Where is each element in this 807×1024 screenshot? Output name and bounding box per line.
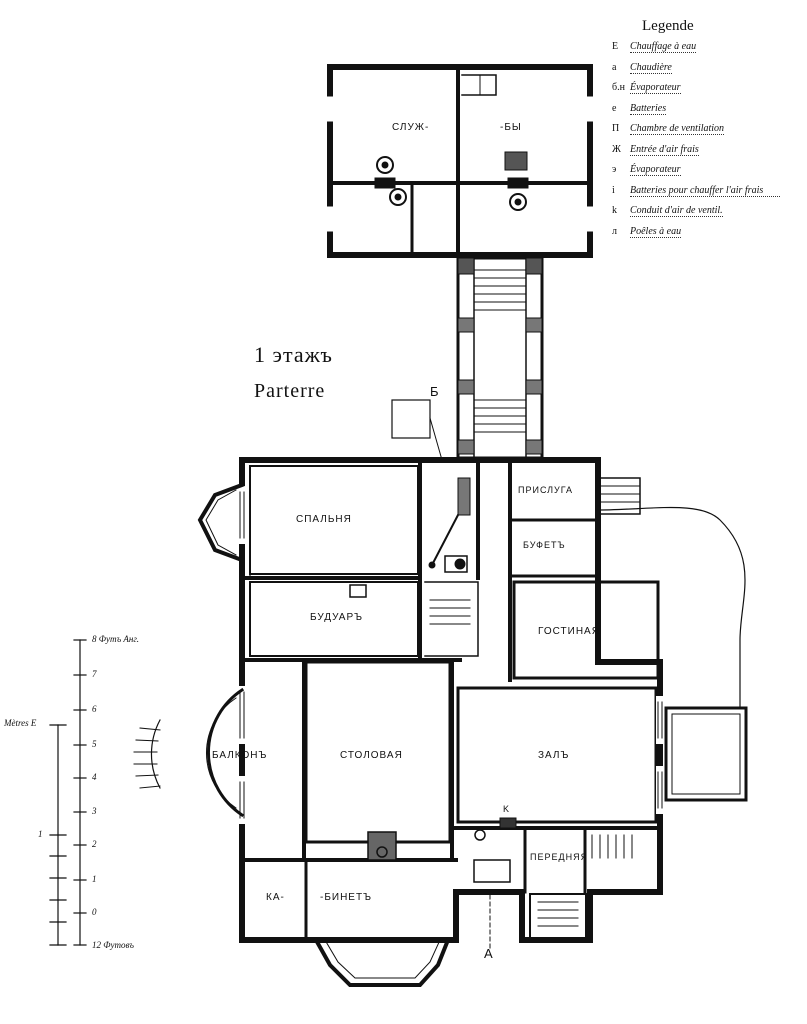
legend-title: Legende xyxy=(642,18,694,34)
legend-key: k xyxy=(612,205,617,216)
right-porch xyxy=(597,477,748,802)
legend-row: Π Chambre de ventilation xyxy=(612,123,802,144)
scale-top-label: 8 Футъ Анг. xyxy=(92,634,140,644)
legend-key: б.н xyxy=(612,82,625,93)
room-label-pantry: БУФЕТЪ xyxy=(523,540,566,550)
room-label-balcony: БАЛКОНЪ xyxy=(212,750,268,761)
legend-text: Chaudière xyxy=(630,61,672,74)
legend-row: л Poêles à eau xyxy=(612,226,802,247)
legend-row: a Chaudière xyxy=(612,62,802,83)
scale-tick: 2 xyxy=(92,839,97,849)
legend-text: Évaporateur xyxy=(630,164,681,176)
scale-metres-label: Mètres E xyxy=(4,718,37,728)
room-label-boudoir: БУДУАРЪ xyxy=(310,612,364,623)
legend-row: э Évaporateur xyxy=(612,164,802,185)
legend-key: Π xyxy=(612,123,620,134)
legend-text: Évaporateur xyxy=(630,82,681,94)
scale-tick: 0 xyxy=(92,907,97,917)
room-label-cabinet-1: КА- xyxy=(266,892,285,903)
service-building xyxy=(326,64,594,258)
legend-key: E xyxy=(612,41,619,52)
scale-metre-tick: 1 xyxy=(38,829,43,839)
room-label-dining-room: СТОЛОВАЯ xyxy=(340,750,403,761)
legend-key: e xyxy=(612,102,617,114)
legend-key: Ж xyxy=(612,143,621,155)
scale-tick: 5 xyxy=(92,739,97,749)
legend-row: Ж Entrée d'air frais xyxy=(612,144,802,165)
room-label-servant: ПРИСЛУГА xyxy=(518,485,574,495)
scale-tick: 7 xyxy=(92,669,97,679)
floor-subtitle: Parterre xyxy=(254,380,326,402)
scale-bar xyxy=(49,639,87,946)
legend-key: i xyxy=(612,184,615,196)
legend-text: Entrée d'air frais xyxy=(630,143,699,156)
legend-row: E Chauffage à eau xyxy=(612,41,802,62)
scale-tick: 1 xyxy=(92,874,97,884)
scale-tick: 3 xyxy=(92,806,97,816)
main-house xyxy=(238,457,664,951)
legend-key: a xyxy=(612,61,617,73)
section-mark-b: Б xyxy=(430,384,439,399)
legend-text: Poêles à eau xyxy=(630,225,682,238)
cabinet-bay xyxy=(313,937,451,987)
legend-row: i Batteries pour chauffer l'air frais xyxy=(612,185,802,206)
scale-bottom-label: 12 Футовъ xyxy=(92,940,134,950)
room-label-cabinet-2: -БИНЕТЪ xyxy=(320,892,372,903)
room-label-service-2: -БЫ xyxy=(500,122,522,133)
legend-text: Chambre de ventilation xyxy=(630,123,725,135)
legend-row: k Conduit d'air de ventil. xyxy=(612,205,802,226)
room-label-entrance: ПЕРЕДНЯЯ xyxy=(530,852,589,862)
legend-key: л xyxy=(612,225,617,237)
room-label-bedroom: СПАЛЬНЯ xyxy=(296,514,352,525)
bedroom-bay xyxy=(197,482,245,563)
room-label-hall: ЗАЛЪ xyxy=(538,750,570,761)
duct-mark-k: K xyxy=(503,804,510,814)
floor-title: 1 этажъ xyxy=(254,342,333,367)
scale-tick: 6 xyxy=(92,704,97,714)
legend-row: e Batteries xyxy=(612,103,802,124)
room-label-service-1: СЛУЖ- xyxy=(392,122,430,133)
legend-key: э xyxy=(612,164,617,175)
legend-text: Batteries xyxy=(630,102,667,115)
legend-text: Chauffage à eau xyxy=(630,41,697,53)
section-mark-a: A xyxy=(484,946,493,961)
gallery xyxy=(391,256,544,461)
room-label-drawing-room: ГОСТИНАЯ xyxy=(538,626,600,637)
legend-row: б.н Évaporateur xyxy=(612,82,802,103)
balcony-arc xyxy=(133,687,245,818)
legend-text: Conduit d'air de ventil. xyxy=(630,205,723,217)
scale-tick: 4 xyxy=(92,772,97,782)
legend-text: Batteries pour chauffer l'air frais xyxy=(630,185,780,197)
